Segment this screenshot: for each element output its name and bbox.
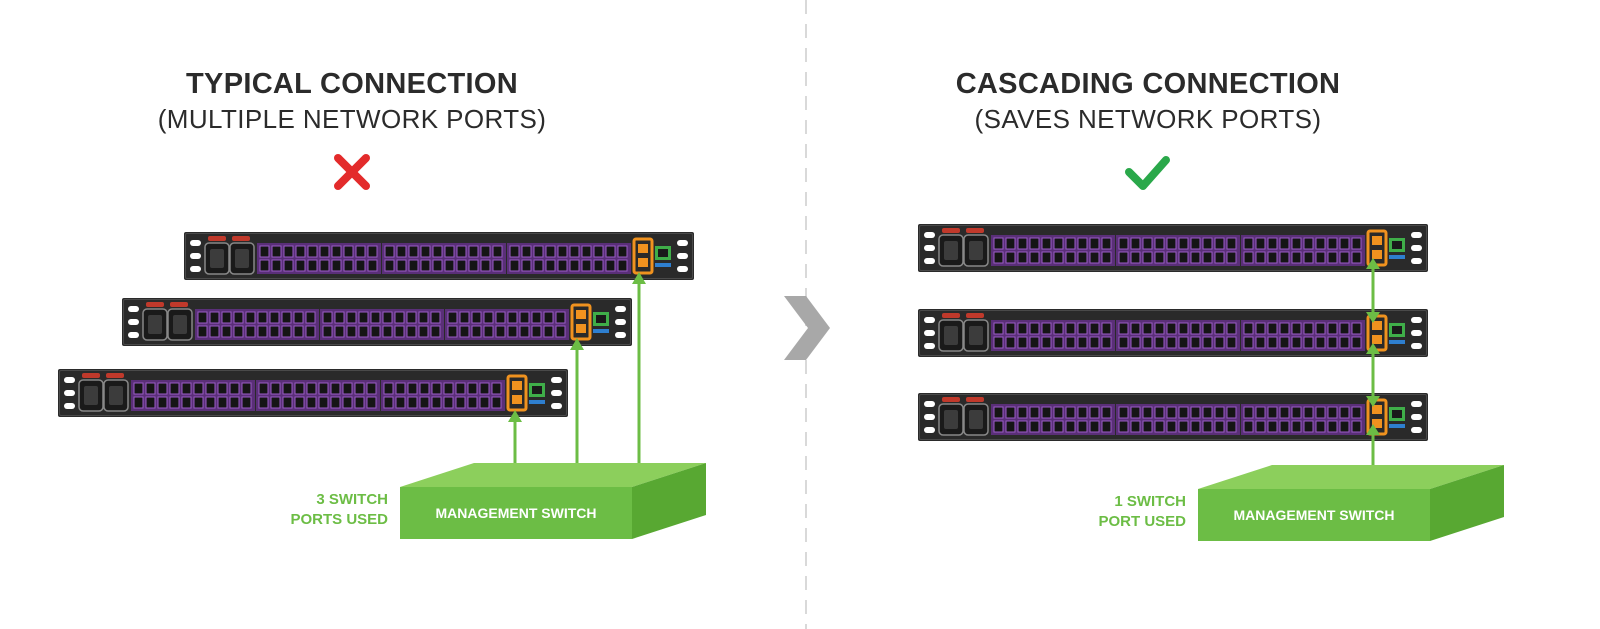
pdu-unit-3 <box>56 367 570 419</box>
right-subtitle: (SAVES NETWORK PORTS) <box>975 104 1322 134</box>
pdu-unit-6 <box>916 391 1430 443</box>
left-panel: TYPICAL CONNECTION (MULTIPLE NETWORK POR… <box>56 68 706 539</box>
right-management-switch: MANAGEMENT SWITCH <box>1198 465 1504 541</box>
pdu-unit-5 <box>916 307 1430 359</box>
pdu-unit-1 <box>182 230 696 282</box>
left-title: TYPICAL CONNECTION <box>186 68 518 100</box>
left-caption-line-2: PORTS USED <box>290 511 388 528</box>
right-cascade-links <box>1366 258 1380 465</box>
right-title: CASCADING CONNECTION <box>956 68 1341 100</box>
right-caption-line-2: PORT USED <box>1098 513 1186 530</box>
cross-icon <box>334 154 370 190</box>
left-caption-line-1: 3 SWITCH <box>316 491 388 508</box>
left-switch-label: MANAGEMENT SWITCH <box>436 505 597 521</box>
pdu-unit-2 <box>120 296 634 348</box>
right-panel: CASCADING CONNECTION (SAVES NETWORK PORT… <box>916 68 1504 541</box>
right-switch-label: MANAGEMENT SWITCH <box>1234 507 1395 523</box>
chevron-right-icon <box>784 296 830 360</box>
left-subtitle: (MULTIPLE NETWORK PORTS) <box>158 104 547 134</box>
right-caption-line-1: 1 SWITCH <box>1114 493 1186 510</box>
check-icon <box>1125 156 1170 190</box>
pdu-unit-4 <box>916 222 1430 274</box>
left-management-switch: MANAGEMENT SWITCH <box>400 463 706 539</box>
left-uplinks <box>508 272 646 463</box>
